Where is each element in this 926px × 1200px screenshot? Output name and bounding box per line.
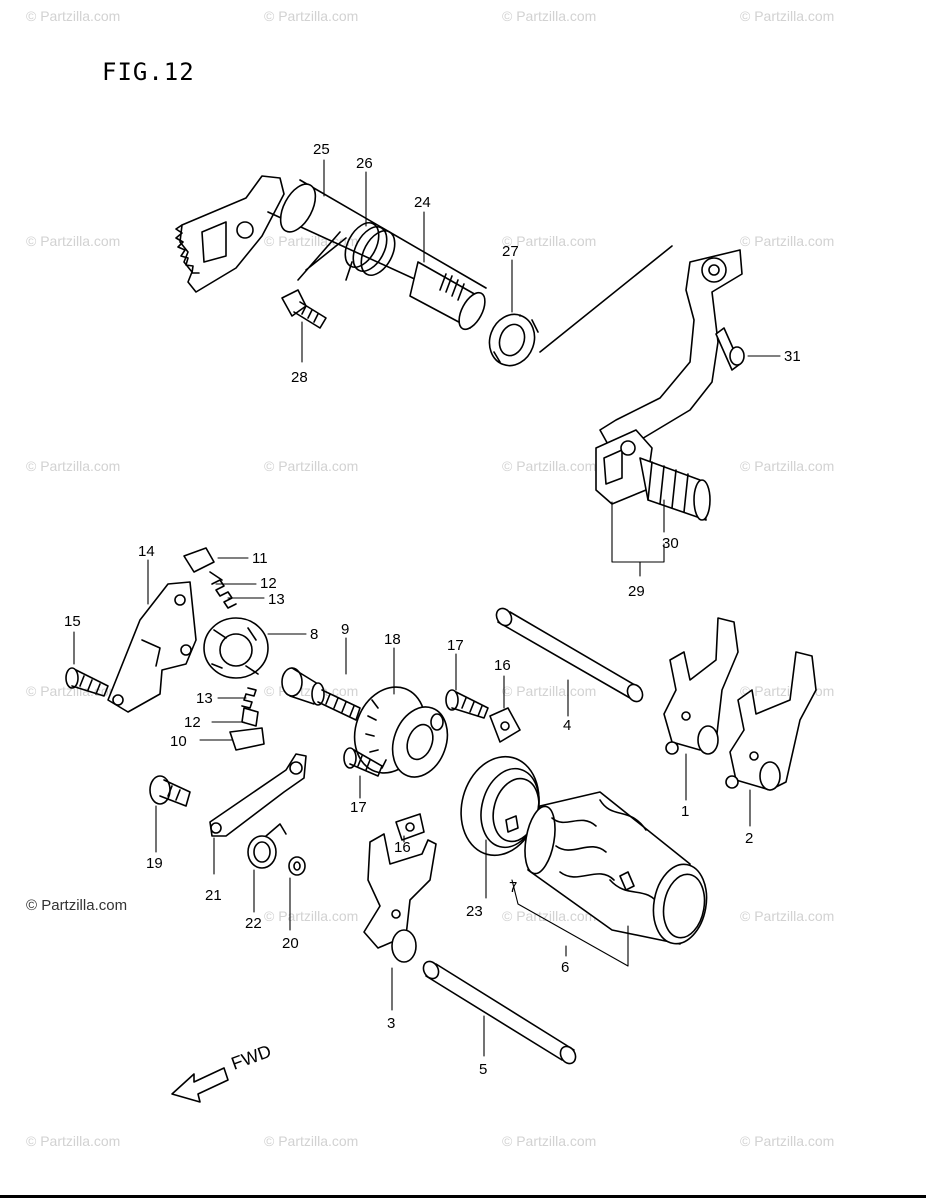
callout-21: 21 bbox=[205, 887, 222, 904]
callout-4: 4 bbox=[563, 717, 571, 734]
watermark: © Partzilla.com bbox=[26, 1133, 121, 1149]
callout-8: 8 bbox=[310, 626, 318, 643]
watermark: © Partzilla.com bbox=[740, 233, 835, 249]
callout-12: 12 bbox=[184, 714, 201, 731]
watermark: © Partzilla.com bbox=[502, 908, 597, 924]
callout-1: 1 bbox=[681, 803, 689, 820]
watermark: © Partzilla.com bbox=[264, 458, 359, 474]
link-line bbox=[539, 245, 673, 353]
watermark: © Partzilla.com bbox=[264, 908, 359, 924]
cam-stopper-bolt-9 bbox=[281, 667, 361, 721]
shift-fork-3 bbox=[363, 833, 437, 963]
watermark: © Partzilla.com bbox=[264, 1133, 359, 1149]
gear-shift-shaft bbox=[175, 175, 487, 331]
watermark: © Partzilla.com bbox=[740, 1133, 835, 1149]
screw-17 bbox=[343, 689, 489, 777]
callout-9: 9 bbox=[341, 621, 349, 638]
callout-14: 14 bbox=[138, 543, 155, 560]
callout-17: 17 bbox=[447, 637, 464, 654]
callout-16: 16 bbox=[394, 839, 411, 856]
callout-17: 17 bbox=[350, 799, 367, 816]
callout-27: 27 bbox=[502, 243, 519, 260]
watermark: © Partzilla.com bbox=[740, 8, 835, 24]
callout-11: 11 bbox=[252, 550, 268, 567]
callout-16: 16 bbox=[494, 657, 511, 674]
pin-7 bbox=[505, 815, 519, 833]
callout-12: 12 bbox=[260, 575, 277, 592]
watermark: © Partzilla.com bbox=[740, 908, 835, 924]
figure-title: FIG.12 bbox=[102, 58, 195, 86]
pin-16 bbox=[395, 707, 521, 841]
copyright-label: © Partzilla.com bbox=[26, 897, 128, 914]
callout-15: 15 bbox=[64, 613, 81, 630]
shift-fork-1 bbox=[663, 617, 739, 755]
callout-22: 22 bbox=[245, 915, 262, 932]
callout-29: 29 bbox=[628, 583, 645, 600]
watermark: © Partzilla.com bbox=[26, 458, 121, 474]
fork-shaft-4 bbox=[495, 607, 644, 703]
shift-bolt-28 bbox=[281, 289, 327, 329]
callout-18: 18 bbox=[384, 631, 401, 648]
forward-arrow-icon bbox=[171, 1067, 229, 1103]
gear-shift-cam-6 bbox=[524, 791, 708, 945]
gear-shift-lever-29 bbox=[595, 249, 745, 521]
cam-stopper-plate-21 bbox=[149, 753, 307, 876]
callout-2: 2 bbox=[745, 830, 753, 847]
callout-10: 10 bbox=[170, 733, 187, 750]
watermark: © Partzilla.com bbox=[26, 8, 121, 24]
watermark: © Partzilla.com bbox=[502, 8, 597, 24]
callout-numbers: 25 26 24 27 28 31 30 29 14 11 12 13 8 15… bbox=[64, 141, 801, 1078]
gear-shift-cam-stopper bbox=[65, 547, 269, 751]
callout-13: 13 bbox=[196, 690, 213, 707]
shift-fork-2 bbox=[725, 651, 817, 791]
callout-7: 7 bbox=[509, 879, 517, 896]
watermark: © Partzilla.com bbox=[264, 8, 359, 24]
callout-20: 20 bbox=[282, 935, 299, 952]
fwd-label: FWD bbox=[229, 1041, 274, 1074]
callout-26: 26 bbox=[356, 155, 373, 172]
fork-shaft-5 bbox=[422, 960, 577, 1065]
bottom-rule bbox=[0, 1195, 926, 1198]
watermark: © Partzilla.com bbox=[26, 683, 121, 699]
callout-31: 31 bbox=[784, 348, 801, 365]
watermark: © Partzilla.com bbox=[740, 458, 835, 474]
callout-19: 19 bbox=[146, 855, 163, 872]
callout-6: 6 bbox=[561, 959, 569, 976]
leader-lines bbox=[73, 159, 781, 1057]
watermark: © Partzilla.com bbox=[502, 1133, 597, 1149]
watermark: © Partzilla.com bbox=[502, 233, 597, 249]
watermark: © Partzilla.com bbox=[502, 683, 597, 699]
callout-30: 30 bbox=[662, 535, 679, 552]
oil-seal-27 bbox=[488, 313, 539, 367]
watermark: © Partzilla.com bbox=[26, 233, 121, 249]
callout-5: 5 bbox=[479, 1061, 487, 1078]
callout-24: 24 bbox=[414, 194, 431, 211]
callout-23: 23 bbox=[466, 903, 483, 920]
callout-3: 3 bbox=[387, 1015, 395, 1032]
watermark: © Partzilla.com bbox=[502, 458, 597, 474]
callout-25: 25 bbox=[313, 141, 330, 158]
gear-shift-cam-driven-gear-18 bbox=[353, 686, 449, 778]
callout-13: 13 bbox=[268, 591, 285, 608]
callout-28: 28 bbox=[291, 369, 308, 386]
